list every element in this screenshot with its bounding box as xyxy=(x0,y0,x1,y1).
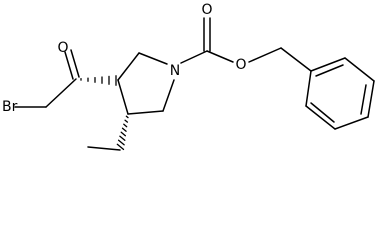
bond-c3-c2 xyxy=(117,52,140,81)
atom-label-ester-oxygen: O xyxy=(235,57,246,73)
bond-c2-n xyxy=(138,52,168,65)
bond-ketone-co-b xyxy=(70,49,80,78)
bond-o-benzyl-ch2 xyxy=(248,47,282,63)
bond-ethyl-ch2-ch3 xyxy=(87,146,121,151)
stereo-hashed-wedge-c3 xyxy=(80,75,117,86)
atom-label-bromine: Br xyxy=(2,99,18,115)
atom-label-carbonyl-oxygen: O xyxy=(201,2,212,18)
bond-benzyl-ch2-ring xyxy=(280,47,312,72)
stereo-hashed-wedge-c4 xyxy=(116,115,129,151)
bond-ch2-carbonyl xyxy=(45,78,77,108)
bond-carbonyl-o xyxy=(206,50,234,63)
phenyl-ring xyxy=(305,57,375,130)
bond-n-c5 xyxy=(162,79,175,112)
chemical-structure-diagram: O Br N O O xyxy=(2,2,375,151)
bond-n-carbonyl xyxy=(180,50,208,64)
bond-c4-c3 xyxy=(117,79,129,115)
bond-c5-c4 xyxy=(127,110,164,115)
atom-label-ketone-oxygen: O xyxy=(57,40,68,56)
bond-ketone-co-a xyxy=(64,51,74,80)
atom-label-nitrogen: N xyxy=(170,63,180,79)
